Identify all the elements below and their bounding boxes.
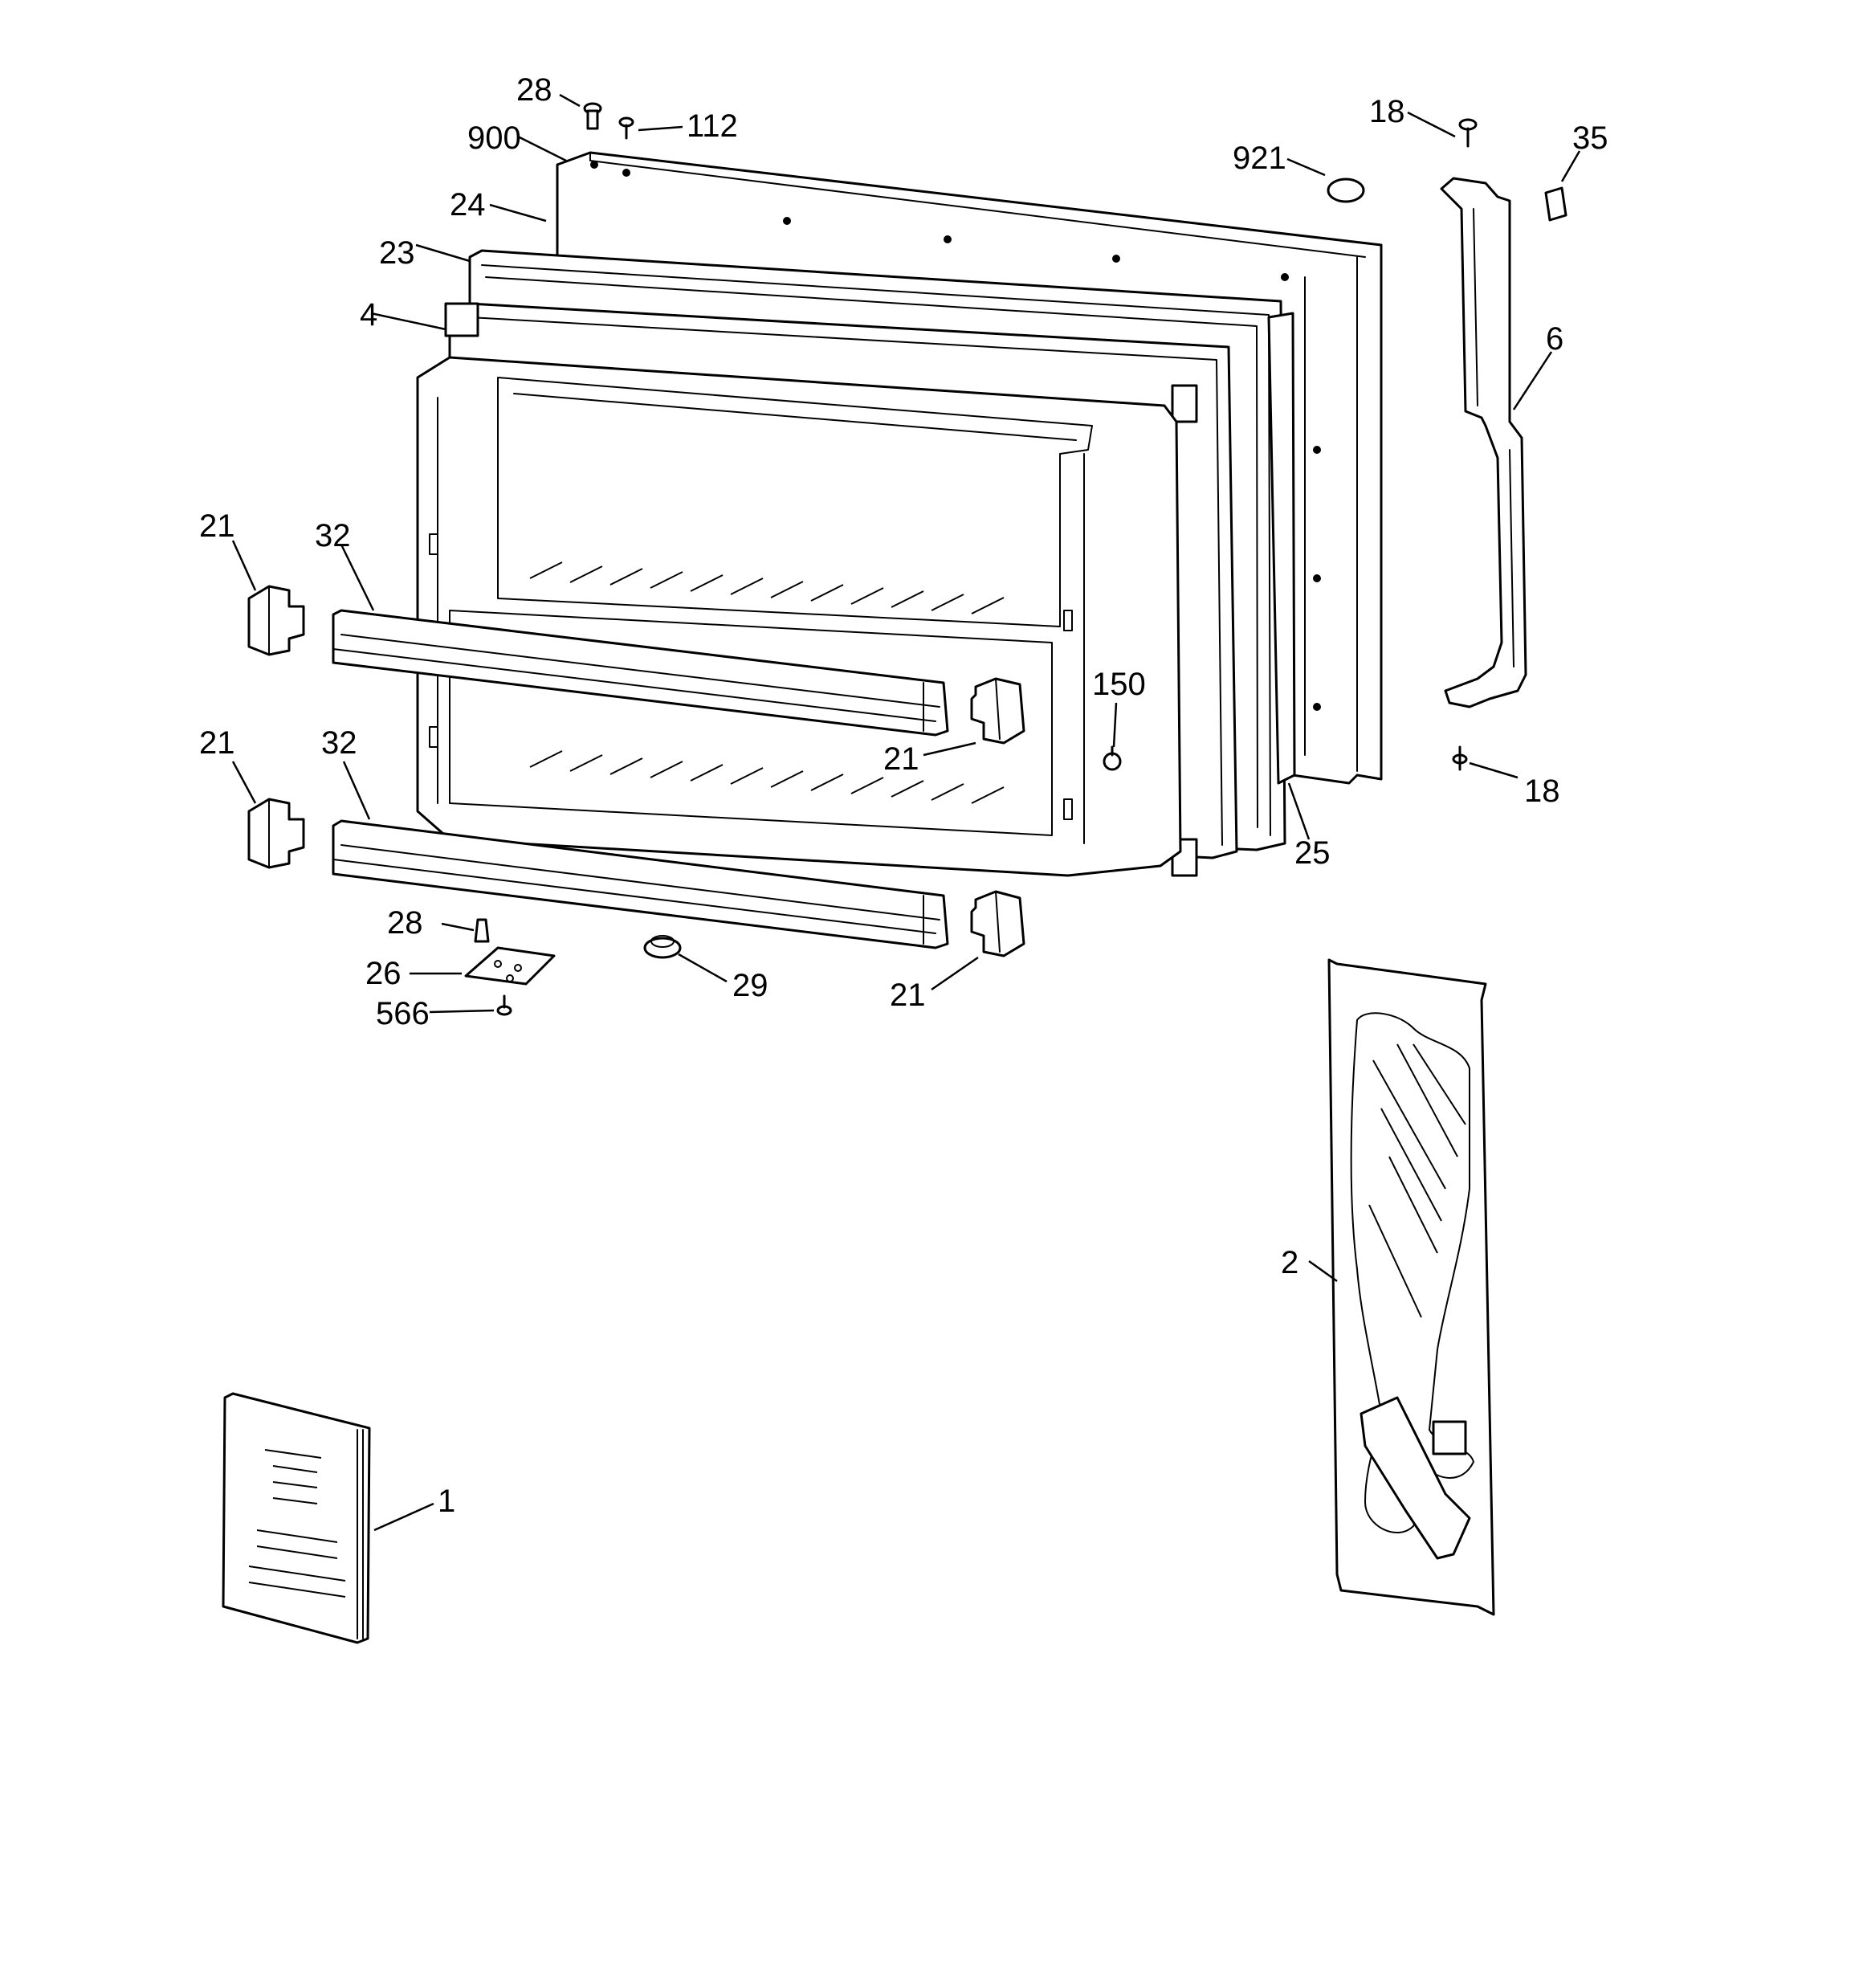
- callout-18-bottom: 18: [1524, 774, 1560, 809]
- pin-28-bottom: [474, 918, 490, 943]
- side-trim-25: [1267, 312, 1296, 785]
- callout-921: 921: [1233, 141, 1286, 176]
- leader-lines: [231, 93, 1581, 1532]
- end-cap-lower-left: [247, 798, 305, 869]
- callout-32-upper: 32: [315, 518, 351, 553]
- screw-150: [1103, 745, 1122, 771]
- callout-21-upper-left: 21: [199, 508, 235, 544]
- callout-26: 26: [365, 956, 402, 991]
- callout-1: 1: [438, 1484, 455, 1519]
- screw-18-top: [1458, 118, 1478, 148]
- plate-26: [464, 946, 556, 986]
- end-cap-upper-right: [970, 677, 1025, 745]
- end-cap-lower-right: [970, 890, 1025, 957]
- callout-112: 112: [687, 108, 738, 144]
- end-cap-upper-left: [247, 585, 305, 656]
- shelf-bar-lower: [332, 819, 949, 949]
- callout-21-lower-left: 21: [199, 725, 235, 761]
- callout-21-lower-right: 21: [890, 978, 926, 1013]
- callout-6: 6: [1546, 321, 1563, 357]
- callout-21-upper-right: 21: [883, 741, 919, 777]
- callout-35: 35: [1572, 120, 1608, 156]
- callout-18-top: 18: [1369, 94, 1405, 129]
- shelf-bar-upper: [332, 609, 949, 737]
- screw-28-top: [583, 102, 602, 130]
- callout-28-bottom: 28: [387, 905, 423, 941]
- door-panel-2: [1327, 958, 1495, 1616]
- callout-28-top: 28: [516, 72, 552, 108]
- callout-labels: 28 112 900 24 23 4 921 18 35 6 21 32 21 …: [199, 72, 1608, 1519]
- callout-150: 150: [1092, 667, 1146, 702]
- callout-900: 900: [467, 120, 521, 156]
- callout-4: 4: [360, 297, 377, 333]
- owner-manual-1: [222, 1392, 371, 1644]
- callout-24: 24: [450, 187, 486, 222]
- callout-2: 2: [1281, 1245, 1298, 1280]
- callout-23: 23: [379, 235, 415, 271]
- bumper-29: [643, 935, 682, 959]
- callout-32-lower: 32: [321, 725, 357, 761]
- callout-25: 25: [1294, 835, 1331, 871]
- screw-112-top: [618, 116, 634, 140]
- callout-566: 566: [376, 996, 430, 1031]
- door-handle-6: [1440, 177, 1527, 708]
- callout-29: 29: [732, 968, 768, 1003]
- screw-18-bottom: [1452, 745, 1468, 771]
- inner-door-liner: [416, 356, 1182, 877]
- cap-35: [1544, 186, 1567, 222]
- plug-921: [1327, 178, 1365, 203]
- screw-566: [496, 994, 512, 1016]
